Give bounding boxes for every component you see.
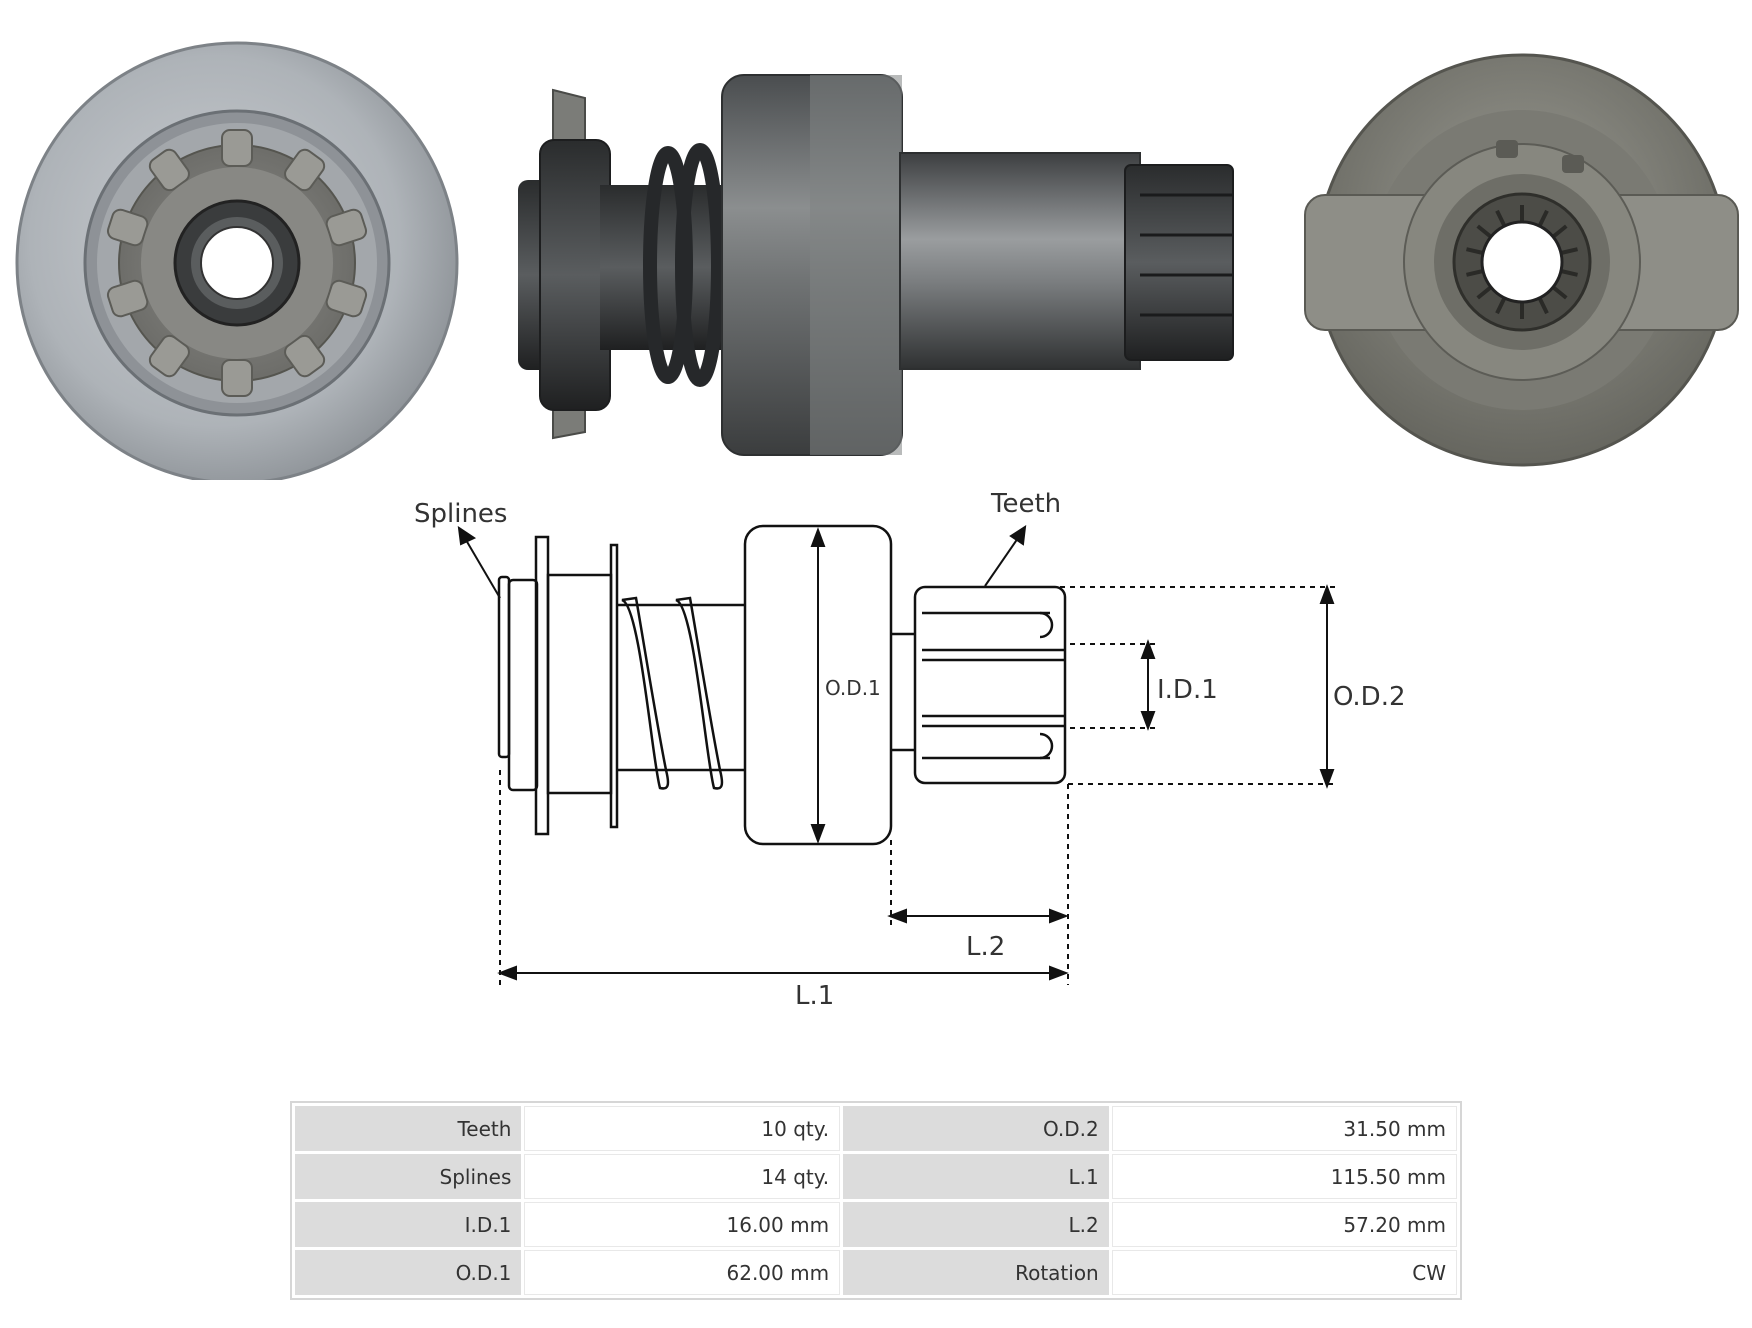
spec-value: CW	[1111, 1250, 1457, 1295]
front-view-photo	[15, 41, 459, 480]
product-photos	[15, 41, 1739, 480]
rear-view-photo	[1304, 53, 1739, 467]
technical-drawing: Splines Teeth O.D.1 I.D.1 O.D.2 L.2 L.1	[414, 489, 1406, 1011]
side-view-photo	[518, 74, 1234, 456]
spec-label: I.D.1	[295, 1202, 522, 1247]
spec-label: L.2	[843, 1202, 1109, 1247]
table-row: Teeth 10 qty. O.D.2 31.50 mm	[295, 1106, 1457, 1151]
pinion-gear-icon	[106, 129, 368, 397]
spec-value: 57.20 mm	[1111, 1202, 1457, 1247]
spec-value: 62.00 mm	[524, 1250, 841, 1295]
spec-value: 16.00 mm	[524, 1202, 841, 1247]
spec-value: 14 qty.	[524, 1154, 841, 1199]
table-row: O.D.1 62.00 mm Rotation CW	[295, 1250, 1457, 1295]
spec-value: 31.50 mm	[1111, 1106, 1457, 1151]
spec-label: Splines	[295, 1154, 522, 1199]
spec-label: O.D.2	[843, 1106, 1109, 1151]
table-row: Splines 14 qty. L.1 115.50 mm	[295, 1154, 1457, 1199]
l2-label: L.2	[966, 932, 1005, 962]
od2-label: O.D.2	[1333, 682, 1406, 712]
spec-label: Rotation	[843, 1250, 1109, 1295]
splines-label: Splines	[414, 499, 507, 529]
spec-table: Teeth 10 qty. O.D.2 31.50 mm Splines 14 …	[290, 1101, 1462, 1300]
l1-label: L.1	[795, 981, 834, 1011]
spec-label: L.1	[843, 1154, 1109, 1199]
spec-value: 10 qty.	[524, 1106, 841, 1151]
id1-label: I.D.1	[1157, 675, 1218, 705]
spec-label: Teeth	[295, 1106, 522, 1151]
teeth-label: Teeth	[990, 489, 1061, 519]
od1-label: O.D.1	[825, 676, 881, 700]
table-row: I.D.1 16.00 mm L.2 57.20 mm	[295, 1202, 1457, 1247]
spline-hub-icon	[1452, 192, 1592, 332]
spec-label: O.D.1	[295, 1250, 522, 1295]
spec-value: 115.50 mm	[1111, 1154, 1457, 1199]
